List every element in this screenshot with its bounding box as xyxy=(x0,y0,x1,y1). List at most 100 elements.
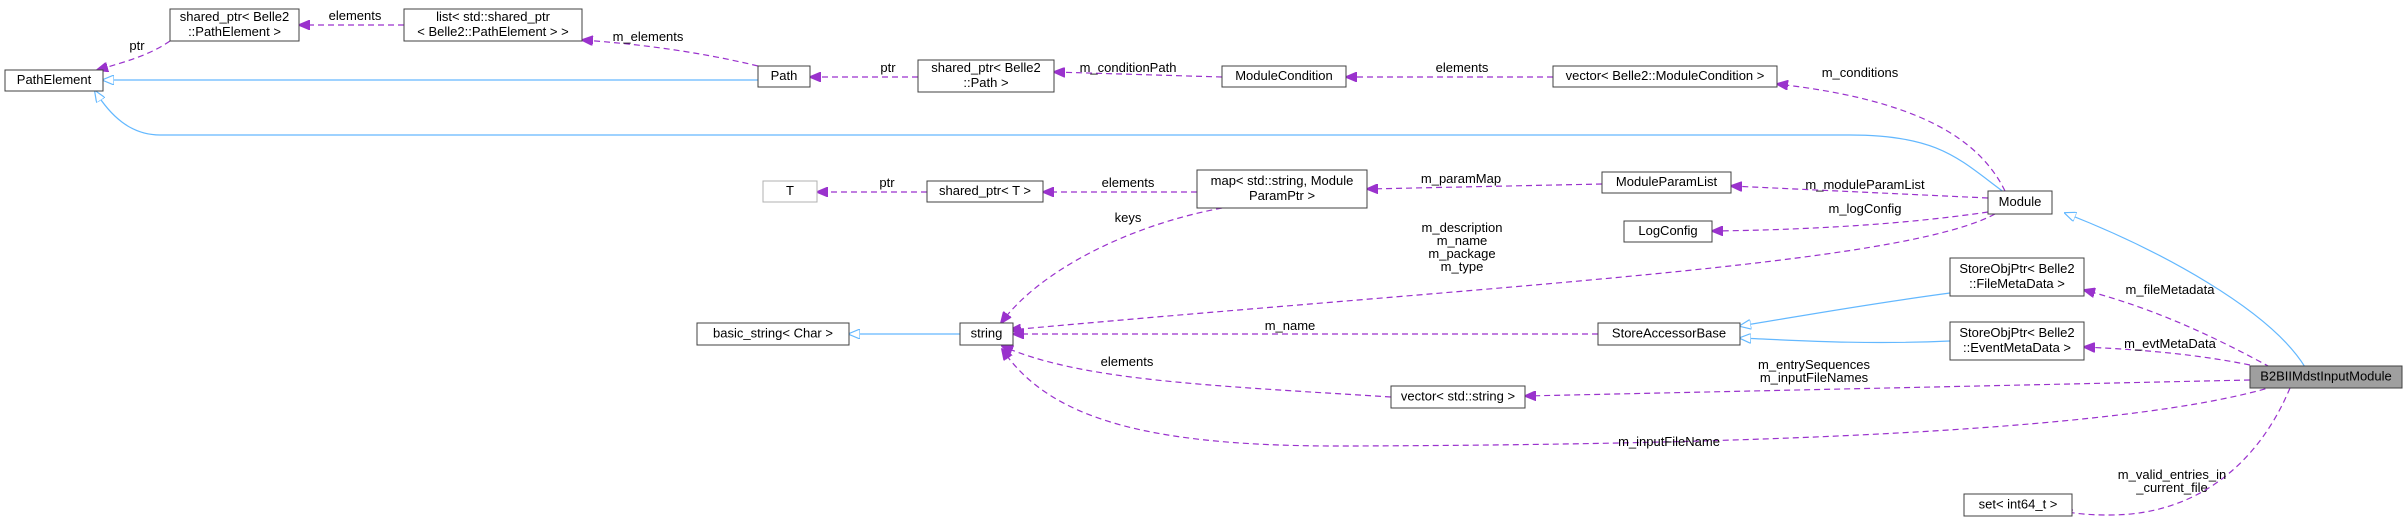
node-box xyxy=(1949,257,2085,297)
node-box xyxy=(926,180,1044,203)
edge-label-text: keys xyxy=(1115,210,1142,225)
edge-label-text: m_paramMap xyxy=(1421,171,1501,186)
node-list-sp[interactable]: list< std::shared_ptr< Belle2::PathEleme… xyxy=(403,8,583,42)
node-pathelement[interactable]: PathElement xyxy=(4,69,104,92)
edge-label-elements2: elements xyxy=(1436,60,1489,75)
node-set-int64[interactable]: set< int64_t > xyxy=(1963,493,2073,517)
node-box xyxy=(1196,169,1368,209)
node-sp-path[interactable]: shared_ptr< Belle2::Path > xyxy=(917,59,1055,93)
edge-b2bii-to-sopfile xyxy=(2084,290,2271,368)
node-label: ParamPtr > xyxy=(1249,188,1315,203)
edge-label-text: m_conditions xyxy=(1822,65,1899,80)
edge-label-text: m_entrySequences xyxy=(1758,357,1871,372)
node-vec-modcond[interactable]: vector< Belle2::ModuleCondition > xyxy=(1552,65,1778,88)
node-box xyxy=(917,59,1055,93)
node-string[interactable]: string xyxy=(959,322,1014,346)
node-box xyxy=(403,8,583,42)
node-label: B2BIIMdstInputModule xyxy=(2260,369,2392,384)
edge-label-text: ptr xyxy=(129,38,145,53)
node-sp-t[interactable]: shared_ptr< T > xyxy=(926,180,1044,203)
node-label: LogConfig xyxy=(1638,223,1697,238)
node-box xyxy=(1552,65,1778,88)
node-box xyxy=(1597,322,1741,346)
edge-label-text: elements xyxy=(1101,354,1154,369)
edge-label-text: m_name xyxy=(1437,233,1488,248)
node-box xyxy=(1987,190,2053,215)
edge-label-m-name: m_name xyxy=(1265,318,1316,333)
edge-sppathelement-to-pathelement xyxy=(97,40,171,70)
edge-label-text: m_type xyxy=(1441,259,1484,274)
edge-b2bii-to-string xyxy=(1002,349,2276,447)
node-modulecondition[interactable]: ModuleCondition xyxy=(1221,65,1347,88)
node-label: Module xyxy=(1999,194,2042,209)
node-label: StoreObjPtr< Belle2 xyxy=(1959,325,2074,340)
edge-label-text: m_evtMetaData xyxy=(2124,336,2217,351)
edge-label-m-valid: m_valid_entries_in_current_file xyxy=(2118,467,2226,495)
edge-label-text: elements xyxy=(1436,60,1489,75)
edge-b2bii-to-vecstring xyxy=(1525,379,2251,396)
edge-moduleparamlist-to-mapparam xyxy=(1367,183,1603,189)
node-logconfig[interactable]: LogConfig xyxy=(1623,220,1713,243)
node-box xyxy=(696,322,850,346)
node-label: < Belle2::PathElement > > xyxy=(417,24,568,39)
node-box xyxy=(757,65,811,88)
edge-label-text: elements xyxy=(329,8,382,23)
edge-label-text: ptr xyxy=(880,60,896,75)
edge-label-m-parammap: m_paramMap xyxy=(1421,171,1501,186)
node-label: string xyxy=(971,326,1003,341)
node-vec-string[interactable]: vector< std::string > xyxy=(1390,385,1526,409)
node-module[interactable]: Module xyxy=(1987,190,2053,215)
node-sp-pathelement[interactable]: shared_ptr< Belle2::PathElement > xyxy=(169,8,300,42)
edge-label-text: m_name xyxy=(1265,318,1316,333)
node-basic-string[interactable]: basic_string< Char > xyxy=(696,322,850,346)
nodes: PathElement shared_ptr< Belle2::PathEleme… xyxy=(4,8,2403,517)
node-label: ::EventMetaData > xyxy=(1963,340,2071,355)
node-b2bii[interactable]: B2BIIMdstInputModule xyxy=(2249,365,2403,389)
node-label: list< std::shared_ptr xyxy=(436,9,550,24)
node-label: ModuleParamList xyxy=(1616,174,1718,189)
edge-vecstring-to-string xyxy=(1002,346,1392,398)
edge-label-m-inputfilename: m_inputFileName xyxy=(1618,434,1720,449)
node-sop-evt[interactable]: StoreObjPtr< Belle2::EventMetaData > xyxy=(1949,321,2085,361)
node-box xyxy=(1221,65,1347,88)
node-t[interactable]: T xyxy=(762,180,818,203)
node-label: vector< Belle2::ModuleCondition > xyxy=(1566,68,1765,83)
edge-sopevt-to-storeaccessor xyxy=(1740,338,1951,343)
node-label: basic_string< Char > xyxy=(713,326,833,341)
node-box xyxy=(762,180,818,203)
node-path[interactable]: Path xyxy=(757,65,811,88)
edge-module-to-pathelement xyxy=(95,91,2006,194)
edge-label-text: m_conditionPath xyxy=(1080,60,1177,75)
node-label: T xyxy=(786,183,794,198)
node-label: shared_ptr< T > xyxy=(939,183,1031,198)
node-label: Path xyxy=(771,68,798,83)
edge-label-text: m_moduleParamList xyxy=(1805,177,1925,192)
edge-label-text: m_valid_entries_in xyxy=(2118,467,2226,482)
node-label: StoreAccessorBase xyxy=(1612,326,1726,341)
node-box xyxy=(1623,220,1713,243)
node-box xyxy=(4,69,104,92)
edge-label-m-conditions: m_conditions xyxy=(1822,65,1899,80)
node-label: ::FileMetaData > xyxy=(1969,276,2065,291)
node-box xyxy=(1390,385,1526,409)
node-box xyxy=(169,8,300,42)
edge-label-text: m_inputFileName xyxy=(1618,434,1720,449)
node-box xyxy=(1949,321,2085,361)
node-sop-file[interactable]: StoreObjPtr< Belle2::FileMetaData > xyxy=(1949,257,2085,297)
node-label: map< std::string, Module xyxy=(1211,173,1354,188)
edge-modulecondition-to-sppath xyxy=(1054,72,1223,78)
node-storeaccessorbase[interactable]: StoreAccessorBase xyxy=(1597,322,1741,346)
edge-b2bii-to-sopevt xyxy=(2084,347,2251,366)
edge-label-m-moduleparamlist: m_moduleParamList xyxy=(1805,177,1925,192)
edge-module-to-moduleparamlist xyxy=(1731,186,1989,199)
edge-sopfile-to-storeaccessor xyxy=(1740,292,1951,326)
edge-label-elements1: elements xyxy=(329,8,382,23)
edge-b2bii-to-module xyxy=(2065,213,2306,368)
node-moduleparamlist[interactable]: ModuleParamList xyxy=(1601,171,1732,194)
edge-label-elements3: elements xyxy=(1102,175,1155,190)
